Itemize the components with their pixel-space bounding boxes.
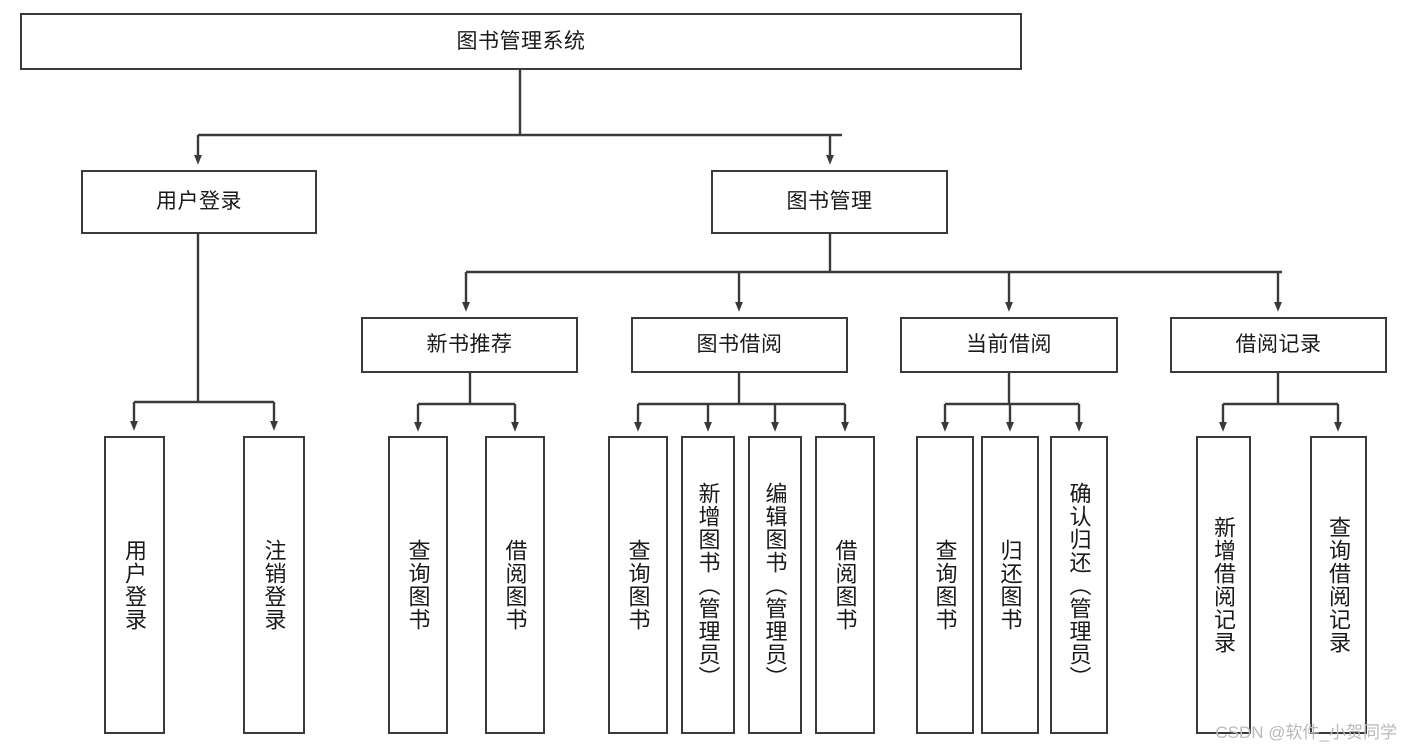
leaf-book-borrow-query-book[interactable]: 查询图书 xyxy=(608,436,668,734)
csdn-watermark: CSDN @软件_小贺同学 xyxy=(1215,723,1397,742)
node-label: 查询图书 xyxy=(405,539,431,631)
node-label: 新增借阅记录 xyxy=(1211,516,1237,654)
node-new-book-recommend[interactable]: 新书推荐 xyxy=(361,317,578,373)
node-user-login[interactable]: 用户登录 xyxy=(81,170,317,234)
node-book-borrow[interactable]: 图书借阅 xyxy=(631,317,848,373)
node-label: 用户登录 xyxy=(156,190,242,214)
node-label: 确认归还（管理员） xyxy=(1066,481,1092,689)
leaf-book-borrow-borrow-book[interactable]: 借阅图书 xyxy=(815,436,875,734)
node-label: 查询图书 xyxy=(932,539,958,631)
node-label: 图书管理 xyxy=(786,190,873,214)
node-book-management[interactable]: 图书管理 xyxy=(711,170,948,234)
leaf-user-login-logout[interactable]: 注销登录 xyxy=(243,436,305,734)
node-root-book-management-system[interactable]: 图书管理系统 xyxy=(20,13,1022,70)
node-label: 查询借阅记录 xyxy=(1326,516,1352,654)
node-label: 归还图书 xyxy=(997,539,1023,631)
node-label: 注销登录 xyxy=(261,539,287,631)
leaf-book-borrow-add-book-admin[interactable]: 新增图书（管理员） xyxy=(681,436,735,734)
leaf-borrow-record-query-record[interactable]: 查询借阅记录 xyxy=(1310,436,1367,734)
node-label: 新增图书（管理员） xyxy=(695,481,721,689)
leaf-current-borrow-confirm-return-admin[interactable]: 确认归还（管理员） xyxy=(1050,436,1108,734)
node-label: 借阅图书 xyxy=(502,539,528,631)
leaf-current-borrow-return-book[interactable]: 归还图书 xyxy=(981,436,1039,734)
node-label: 图书借阅 xyxy=(696,333,783,357)
node-label: 图书管理系统 xyxy=(456,29,586,53)
node-label: 当前借阅 xyxy=(966,333,1052,357)
leaf-user-login-login[interactable]: 用户登录 xyxy=(104,436,165,734)
leaf-new-book-query-book[interactable]: 查询图书 xyxy=(388,436,448,734)
leaf-current-borrow-query-book[interactable]: 查询图书 xyxy=(916,436,974,734)
node-borrow-record[interactable]: 借阅记录 xyxy=(1170,317,1387,373)
node-label: 借阅图书 xyxy=(832,539,858,631)
node-label: 编辑图书（管理员） xyxy=(762,481,788,689)
node-label: 用户登录 xyxy=(122,539,148,631)
node-label: 借阅记录 xyxy=(1235,333,1322,357)
leaf-borrow-record-add-record[interactable]: 新增借阅记录 xyxy=(1196,436,1251,734)
leaf-book-borrow-edit-book-admin[interactable]: 编辑图书（管理员） xyxy=(748,436,802,734)
node-label: 查询图书 xyxy=(625,539,651,631)
node-current-borrow[interactable]: 当前借阅 xyxy=(900,317,1118,373)
leaf-new-book-borrow-book[interactable]: 借阅图书 xyxy=(485,436,545,734)
node-label: 新书推荐 xyxy=(426,333,513,357)
